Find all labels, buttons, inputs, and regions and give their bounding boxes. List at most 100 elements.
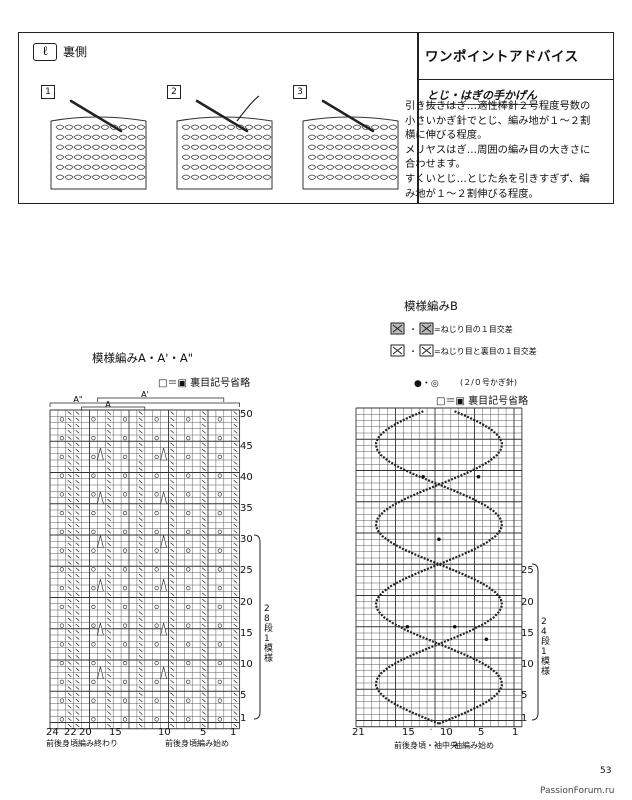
- advice-line: 合わせます。: [405, 158, 466, 171]
- twisted-stitch-symbol: [75, 573, 80, 578]
- twisted-stitch-symbol: [107, 467, 112, 472]
- yarn-over-symbol: [91, 529, 96, 534]
- twisted-stitch-symbol: [233, 498, 238, 503]
- arrow-icon: [236, 95, 260, 122]
- stitch-loop: [226, 124, 236, 130]
- stitch-loop: [334, 154, 344, 160]
- yarn-over-symbol: [122, 417, 128, 422]
- twisted-stitch-symbol: [138, 448, 143, 453]
- stitch-loop: [226, 144, 236, 150]
- stitch-loop: [55, 134, 65, 140]
- yarn-over-symbol: [122, 604, 128, 609]
- yarn-over-symbol: [122, 623, 128, 628]
- chart-b-col-label: 21: [352, 727, 365, 738]
- twisted-stitch-symbol: [107, 511, 112, 515]
- twisted-stitch-symbol: [201, 636, 206, 640]
- yarn-over-symbol: [186, 604, 191, 609]
- chart-b-repeat-label: 24段1模様: [541, 617, 551, 677]
- yarn-over-symbol: [217, 604, 222, 609]
- stitch-loop: [316, 164, 326, 170]
- twisted-stitch-symbol: [138, 504, 143, 509]
- stitch-loop: [217, 164, 227, 170]
- twisted-stitch-symbol: [233, 417, 238, 422]
- twisted-stitch-symbol: [75, 692, 80, 697]
- stitch-loop: [181, 174, 191, 180]
- twisted-stitch-symbol: [107, 429, 112, 434]
- twisted-stitch-symbol: [138, 523, 143, 528]
- twisted-stitch-symbol: [107, 542, 112, 547]
- twisted-stitch-symbol: [75, 523, 80, 528]
- advice-line: メリヤスはぎ…周囲の編み目の大きさに: [405, 143, 591, 156]
- chart-b-bullet-symbol: ●・◎: [414, 379, 439, 389]
- twisted-stitch-symbol: [201, 461, 206, 465]
- twisted-stitch-symbol: [67, 598, 72, 603]
- twisted-stitch-symbol: [233, 654, 238, 659]
- needle-icon: [195, 99, 249, 133]
- stitch-loop: [379, 124, 389, 130]
- stitch-loop: [55, 144, 65, 150]
- stitch-loop: [262, 124, 272, 130]
- twisted-stitch-symbol: [75, 586, 80, 590]
- stitch-loop: [199, 154, 209, 160]
- chart-b-legend-3: (２/０号かぎ針): [460, 378, 517, 387]
- stitch-loop: [91, 144, 101, 150]
- leaf-motif: [97, 491, 104, 505]
- stitch-loop: [100, 154, 110, 160]
- stitch-loop: [370, 164, 380, 170]
- twisted-stitch-symbol: [67, 529, 72, 534]
- yarn-over-symbol: [59, 717, 64, 722]
- twisted-stitch-symbol: [170, 661, 175, 665]
- twisted-stitch-symbol: [138, 611, 143, 615]
- twisted-stitch-symbol: [67, 611, 72, 615]
- twisted-stitch-symbol: [138, 592, 143, 597]
- twisted-stitch-symbol: [233, 698, 238, 703]
- twisted-stitch-symbol: [170, 667, 175, 672]
- stitch-loop: [136, 154, 146, 160]
- chart-a-repeat-label: 28段1模様: [264, 604, 274, 664]
- yarn-over-symbol: [154, 679, 159, 684]
- yarn-over-symbol: [59, 436, 64, 441]
- stitch-loop: [325, 124, 335, 130]
- chart-a-start-label: 前後身頃編み始め: [165, 739, 229, 748]
- stitch-loop: [91, 174, 101, 180]
- twisted-stitch-symbol: [107, 504, 112, 509]
- twisted-stitch-symbol: [201, 417, 206, 422]
- svg-text:・: ・: [409, 325, 417, 334]
- stitch-loop: [244, 124, 254, 130]
- yarn-over-symbol: [59, 698, 64, 703]
- stitch-loop: [379, 154, 389, 160]
- bracket-a: [81, 406, 146, 410]
- chart-b-legend-1: =ねじり目の１目交差: [434, 325, 513, 334]
- twisted-stitch-symbol: [201, 617, 206, 622]
- twisted-stitch-symbol: [138, 479, 143, 484]
- stitch-loop: [109, 164, 119, 170]
- stitch-loop: [388, 164, 398, 170]
- yarn-over-symbol: [59, 679, 64, 684]
- twisted-stitch-symbol: [170, 442, 175, 447]
- twisted-stitch-symbol: [67, 517, 72, 522]
- stitch-loop: [244, 154, 254, 160]
- stitch-loop: [343, 174, 353, 180]
- twisted-stitch-symbol: [75, 579, 80, 584]
- twisted-stitch-symbol: [138, 567, 143, 572]
- twisted-stitch-symbol: [75, 623, 80, 628]
- stitch-loop: [334, 124, 344, 130]
- twisted-stitch-symbol: [138, 561, 143, 565]
- chart-b-diagram: [355, 407, 523, 730]
- twisted-stitch-symbol: [67, 661, 72, 665]
- twisted-stitch-symbol: [201, 517, 206, 522]
- twisted-stitch-symbol: [107, 623, 112, 628]
- twisted-stitch-symbol: [233, 548, 238, 553]
- stitch-loop: [127, 134, 137, 140]
- leaf-motif: [160, 447, 167, 461]
- stitch-loop: [361, 164, 371, 170]
- yarn-over-symbol: [217, 642, 222, 647]
- twisted-stitch-symbol: [170, 492, 175, 497]
- twisted-stitch-symbol: [233, 529, 238, 534]
- twisted-stitch-symbol: [107, 411, 112, 415]
- twisted-stitch-symbol: [107, 679, 112, 684]
- twisted-stitch-symbol: [170, 654, 175, 659]
- stitch-loop: [352, 144, 362, 150]
- stitch-loop: [316, 154, 326, 160]
- twisted-stitch-symbol: [107, 473, 112, 478]
